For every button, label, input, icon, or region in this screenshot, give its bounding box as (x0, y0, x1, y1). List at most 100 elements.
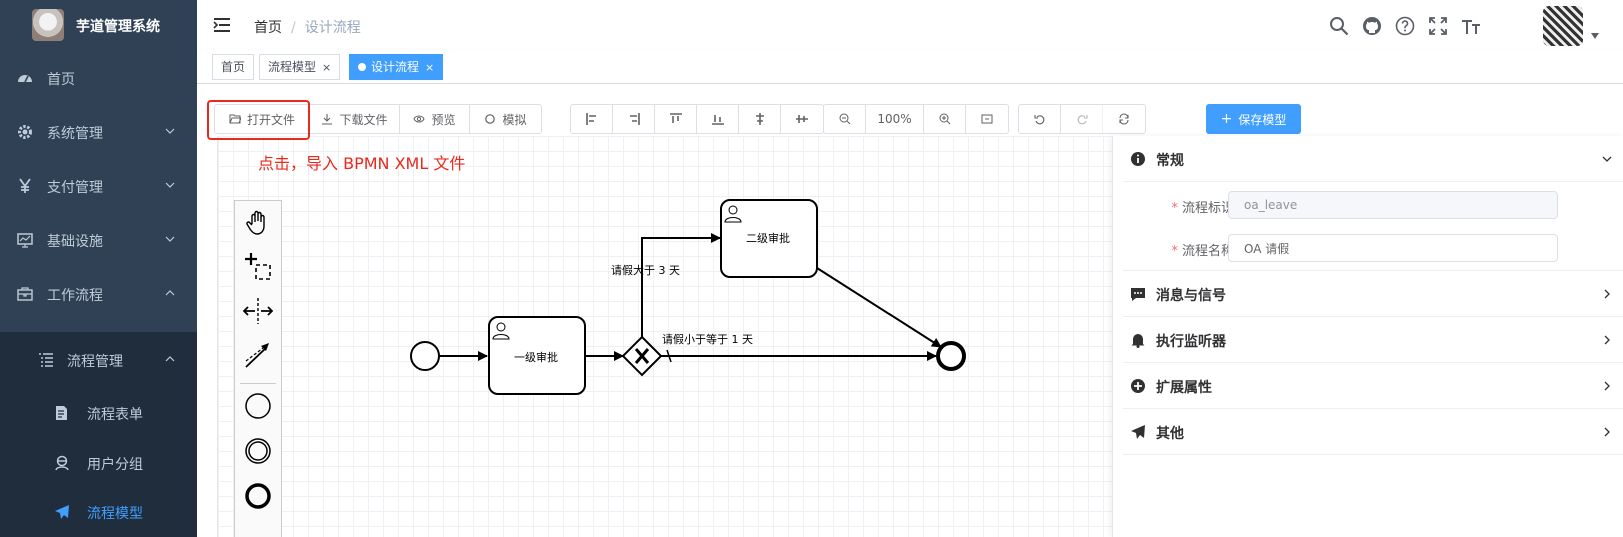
align-left-icon (585, 113, 596, 125)
dashboard-icon (18, 75, 32, 83)
sidebar-item-user-group[interactable]: 用户分组 (0, 438, 197, 488)
end-event[interactable] (936, 341, 966, 371)
hand-tool-icon[interactable] (243, 207, 273, 237)
history-button-group (1018, 104, 1146, 134)
tag-label: 设计流程 (371, 60, 420, 74)
breadcrumb-home[interactable]: 首页 (254, 20, 282, 36)
close-icon[interactable]: × (322, 61, 332, 74)
open-file-highlight (207, 100, 310, 140)
start-event[interactable] (410, 341, 440, 371)
hamburger-icon[interactable] (213, 17, 231, 33)
chevron-right-icon (1604, 427, 1610, 437)
flow-label: 请假大于 3 天 (611, 264, 680, 277)
avatar[interactable] (1543, 6, 1583, 46)
tag-home[interactable]: 首页 (212, 54, 255, 80)
sidebar-item-process-mgmt[interactable]: 流程管理 (0, 332, 197, 388)
fit-view-button[interactable] (966, 105, 1008, 133)
section-general[interactable]: 常规 (1123, 136, 1623, 182)
sidebar-item-label: 流程管理 (67, 354, 123, 370)
sidebar-item-label: 系统管理 (47, 126, 103, 142)
intermediate-event-icon[interactable] (243, 436, 273, 466)
caret-down-icon[interactable] (1591, 33, 1599, 39)
close-icon[interactable]: × (425, 61, 435, 74)
download-icon (322, 114, 333, 125)
sidebar-item-infra[interactable]: 基础设施 (0, 212, 197, 268)
start-event-icon[interactable] (243, 391, 273, 421)
redo-button[interactable] (1061, 105, 1103, 133)
section-title: 扩展属性 (1156, 380, 1212, 396)
bpmn-palette (234, 200, 282, 537)
button-label: 模拟 (502, 112, 527, 127)
chevron-right-icon (1604, 335, 1610, 345)
process-key-input[interactable] (1228, 191, 1558, 219)
exclusive-gateway[interactable] (621, 335, 663, 377)
align-bottom-button[interactable] (697, 105, 739, 133)
section-message-signal[interactable]: 消息与信号 (1123, 271, 1623, 317)
tag-process-model[interactable]: 流程模型× (259, 54, 341, 80)
eye-icon (413, 115, 426, 123)
field-process-name: *流程名称 (1123, 234, 1623, 264)
chevron-down-icon (1602, 156, 1612, 162)
chevron-up-icon (165, 290, 175, 296)
fullscreen-icon[interactable] (1428, 16, 1448, 36)
zoom-out-button[interactable] (824, 105, 866, 133)
process-name-input[interactable] (1228, 234, 1558, 262)
sidebar-item-form[interactable]: 流程表单 (0, 388, 197, 438)
form-icon (56, 406, 67, 420)
logo-image (32, 9, 64, 41)
breadcrumb-current: 设计流程 (304, 20, 361, 36)
end-event-icon[interactable] (243, 481, 273, 511)
align-left-button[interactable] (571, 105, 613, 133)
sidebar-item-pay[interactable]: 支付管理 (0, 158, 197, 214)
font-size-icon[interactable] (1461, 16, 1481, 36)
sequence-flow-upper[interactable] (641, 233, 721, 337)
sidebar-item-process-model[interactable]: 流程模型 (0, 487, 197, 537)
section-extension-properties[interactable]: 扩展属性 (1123, 363, 1623, 409)
align-right-button[interactable] (613, 105, 655, 133)
sidebar-logo[interactable]: 芋道管理系统 (0, 0, 197, 50)
sequence-flow-lower[interactable] (661, 349, 937, 363)
sidebar-item-label: 流程表单 (87, 407, 143, 423)
refresh-button[interactable] (1103, 105, 1145, 133)
sidebar-item-system[interactable]: 系统管理 (0, 104, 197, 160)
refresh-icon (1119, 113, 1129, 125)
user-task-icon (492, 322, 510, 340)
fit-view-icon (981, 114, 993, 124)
connect-tool-icon[interactable] (243, 341, 273, 371)
tag-design-process[interactable]: 设计流程 × (349, 54, 444, 80)
zoom-in-button[interactable] (924, 105, 966, 133)
circle-icon (485, 114, 496, 124)
sidebar-item-workflow[interactable]: 工作流程 (0, 266, 197, 322)
sequence-flow[interactable] (816, 267, 942, 348)
task-label: 二级审批 (746, 232, 790, 245)
file-button-group: 打开文件 下载文件 预览 模拟 (214, 104, 542, 134)
sidebar-item-home[interactable]: 首页 (0, 50, 197, 106)
folder-open-icon (229, 114, 241, 124)
save-model-button[interactable]: +保存模型 (1206, 104, 1301, 134)
task-label: 一级审批 (514, 351, 558, 364)
preview-button[interactable]: 预览 (400, 105, 470, 133)
send-icon (1131, 425, 1145, 439)
space-tool-icon[interactable] (243, 296, 273, 326)
simulate-button[interactable]: 模拟 (470, 105, 541, 133)
section-execution-listener[interactable]: 执行监听器 (1123, 317, 1623, 363)
navbar: 首页/设计流程 (197, 0, 1623, 50)
task-level2-approval[interactable] (720, 199, 818, 278)
align-top-button[interactable] (655, 105, 697, 133)
search-icon[interactable] (1329, 16, 1349, 36)
align-vertical-center-button[interactable] (781, 105, 823, 133)
align-bottom-icon (711, 115, 724, 125)
question-icon[interactable] (1395, 16, 1415, 36)
download-file-button[interactable]: 下载文件 (310, 105, 400, 133)
undo-button[interactable] (1019, 105, 1061, 133)
github-icon[interactable] (1362, 16, 1382, 36)
general-form: *流程标识 *流程名称 (1123, 182, 1623, 271)
field-label: *流程名称 (1171, 240, 1234, 259)
submenu-container (0, 332, 197, 537)
button-label: 保存模型 (1238, 112, 1287, 127)
align-horizontal-center-button[interactable] (739, 105, 781, 133)
chevron-up-icon (165, 356, 175, 362)
zoom-level: 100% (866, 105, 924, 133)
lasso-tool-icon[interactable] (243, 251, 273, 281)
section-other[interactable]: 其他 (1123, 409, 1623, 455)
